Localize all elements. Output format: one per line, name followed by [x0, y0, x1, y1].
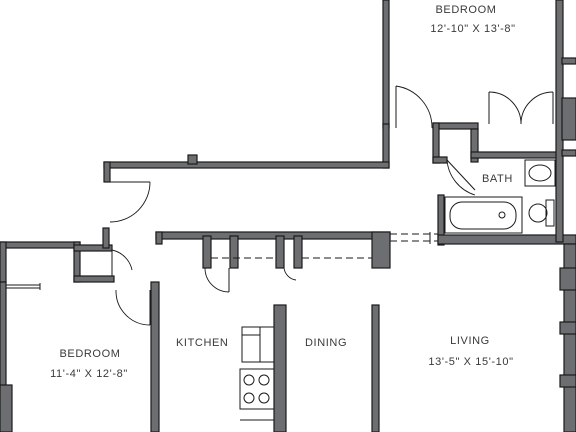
wall-west [0, 281, 7, 432]
wall-living-corner [371, 231, 391, 269]
door-closet2-swing [283, 267, 297, 281]
door-bedroom-left-swing [115, 289, 151, 326]
wall-kitchen-island [273, 304, 287, 432]
room-dining-name: DINING [305, 337, 348, 349]
wall-closet-top [432, 122, 479, 130]
door-hall-closet-swing [111, 249, 133, 271]
room-bedroom-left-dims: 11'-4" X 12'-8" [50, 368, 128, 380]
door-hall-swing [109, 181, 151, 223]
room-bedroom-top-dims: 12'-10" X 13'-8" [430, 23, 516, 35]
wall-hall-south [155, 231, 391, 240]
wall-hall-north-step [382, 123, 390, 169]
door-bedroom-top-swing [395, 85, 433, 129]
burner-icon-3 [243, 392, 255, 404]
door-closet-swing-r [520, 91, 554, 125]
wall-pantry-left [202, 235, 212, 269]
room-living-dims: 13'-5" X 15'-10" [428, 356, 514, 368]
windows-and-openings [6, 90, 557, 290]
wall-closet2-left [275, 235, 285, 269]
wall-hall-north [103, 161, 390, 169]
room-bath-name: BATH [482, 173, 513, 185]
wall-bedroom-top-west [382, 0, 390, 129]
refrigerator [241, 326, 275, 363]
burner-icon-4 [258, 392, 270, 404]
room-living-name: LIVING [450, 335, 490, 347]
room-bedroom-top-name: BEDROOM [435, 4, 497, 16]
range [239, 368, 275, 410]
burner-icon-1 [243, 374, 255, 386]
toilet-tank [545, 199, 555, 227]
bathtub [444, 196, 523, 234]
wall-hall-closet-top [73, 244, 113, 252]
wall-bath-west [437, 194, 445, 246]
tub-drain-icon [498, 211, 506, 219]
wall-bedroom-kitchen [150, 281, 160, 432]
wall-pantry-right [229, 235, 239, 269]
wall-east-lower-fin-3 [559, 374, 576, 388]
wall-east-fin-1 [561, 57, 576, 65]
wall-east-lower-fin-2 [559, 321, 576, 335]
wall-closet2-right [293, 235, 303, 269]
room-kitchen-name: KITCHEN [176, 337, 229, 349]
wall-bath-north [470, 151, 562, 159]
wall-east-fin-2 [561, 97, 576, 141]
door-bath-swing [446, 159, 476, 196]
doors [109, 85, 554, 326]
wall-hall-west-stub [102, 227, 110, 249]
wall-dining-living [371, 304, 380, 432]
burner-icon-2 [258, 374, 270, 386]
bathtub-basin-icon [449, 201, 517, 230]
sink-counter [524, 159, 556, 187]
toilet-icon [528, 203, 548, 223]
door-pantry-swing [204, 267, 230, 293]
fixtures [239, 159, 556, 421]
wall-bedroom-left-closet-b [73, 275, 115, 283]
door-closet-swing-l [488, 91, 522, 125]
wall-hall-northwest [103, 161, 111, 183]
wall-west-fin [0, 384, 13, 432]
wall-hall-south-end [155, 231, 163, 245]
wall-bedroom-left-nw [0, 241, 7, 283]
wall-hall-north-pier [187, 154, 198, 165]
room-bedroom-left-name: BEDROOM [59, 348, 121, 360]
wall-bath-south [437, 234, 576, 245]
wall-east-lower-fin-1 [559, 267, 576, 291]
sink-icon [528, 164, 552, 182]
wall-bath-west-upper [470, 128, 479, 163]
wall-east-fin-3 [561, 149, 576, 157]
door-bath-leaf [446, 159, 476, 191]
wall-bedroom-left-north [0, 241, 81, 249]
wall-closet-bottom [432, 156, 448, 164]
